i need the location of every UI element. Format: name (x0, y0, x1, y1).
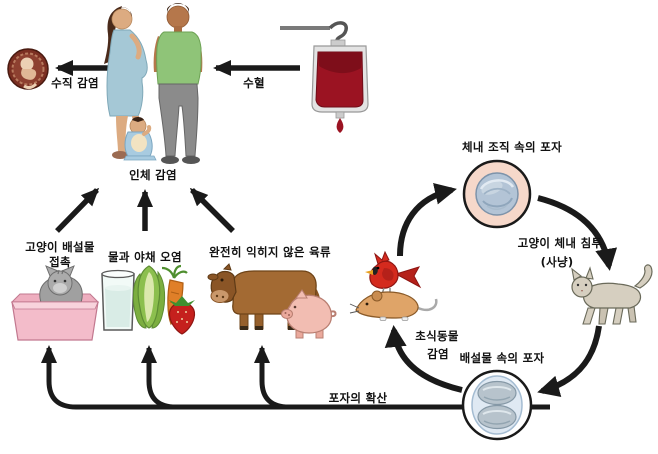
spore-spread-line-arrow-left (41, 345, 550, 410)
cat-penetration-label-line1: 고양이 체내 침투 (518, 236, 603, 250)
spore-spread-label: 포자의 확산 (329, 391, 388, 405)
herbivore-infection-label-line2: 감염 (427, 347, 449, 361)
pig-illustration (281, 289, 337, 339)
cat-penetration-label-line2: (사냥) (541, 255, 574, 269)
meat-to-human-arrow (189, 187, 235, 233)
oocyst-illustration (461, 369, 533, 441)
baby-illustration (123, 117, 157, 161)
human-infection-label: 인체 감염 (129, 168, 177, 182)
tissue-spores-label: 체내 조직 속의 포자 (462, 140, 562, 154)
tissue-cyst-illustration (462, 159, 532, 229)
herbivore-infection-label-line1: 초식동물 (415, 329, 459, 343)
cat-to-oocyst-arrow (537, 325, 602, 397)
cat-in-litter-box-illustration (10, 265, 100, 341)
spore-spread-branch-right (254, 345, 290, 410)
spore-spread-branch-middle (141, 345, 177, 410)
transfusion-label: 수혈 (243, 76, 265, 90)
blood-bag-illustration (280, 21, 369, 133)
cardinal-bird-illustration (365, 250, 422, 295)
water-vegetable-label: 물과 야채 오염 (108, 250, 182, 264)
oocyst-to-prey-arrow (384, 325, 463, 393)
milk-glass-illustration (101, 269, 135, 331)
undercooked-meat-label: 완전히 익히지 않은 육류 (209, 245, 331, 259)
mouse-illustration (349, 290, 438, 321)
feces-spores-label: 배설물 속의 포자 (460, 351, 545, 365)
strawberry-illustration (168, 296, 196, 335)
man-illustration (153, 3, 203, 164)
cat-feces-contact-label-line1: 고양이 배설물 (25, 240, 95, 254)
vertical-infection-label: 수직 감염 (51, 76, 99, 90)
napa-cabbage-illustration (132, 265, 166, 329)
cat-feces-contact-label-line2: 접촉 (49, 255, 71, 269)
prey-to-tissue-cyst-arrow (397, 182, 457, 257)
cat-to-human-arrow (55, 187, 100, 233)
walking-cat-illustration (571, 264, 653, 325)
cyst-to-cat-arrow (537, 195, 618, 271)
fetus-illustration (7, 48, 49, 90)
